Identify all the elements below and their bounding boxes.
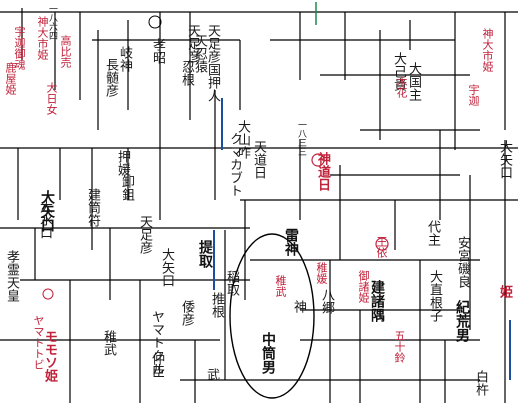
genealogy-name-n17: 神道日: [315, 152, 330, 191]
genealogy-name-n23: 大水口: [37, 200, 52, 239]
genealogy-name-n29: 大矢口: [159, 248, 174, 287]
genealogy-name-n39: 稚媛: [315, 262, 328, 284]
genealogy-name-n33: 提取: [197, 240, 213, 268]
genealogy-name-n34: 稲取: [224, 270, 239, 296]
genealogy-name-n26: 卸鉏: [119, 175, 134, 201]
genealogy-name-n44: 代主: [425, 220, 440, 246]
genealogy-name-n57: 忍根: [179, 60, 194, 86]
genealogy-name-n1: 神大市姫: [36, 16, 49, 60]
genealogy-name-n5: 高比売: [59, 35, 72, 68]
genealogy-name-n35: 雷神: [283, 228, 299, 256]
genealogy-name-n2: 一八六四: [47, 4, 57, 40]
genealogy-name-n27: 孝霊天皇: [4, 250, 19, 302]
genealogy-name-n37: 中筒男: [260, 332, 276, 374]
genealogy-name-n6: 大日女: [45, 82, 58, 115]
genealogy-name-n16: 一八三三: [296, 120, 306, 156]
genealogy-name-n25: 押媛: [115, 150, 130, 176]
genealogy-name-n22: 大矢口: [39, 190, 55, 232]
genealogy-name-n24: 建筒符: [85, 188, 100, 227]
genealogy-name-n20: 木花: [395, 76, 408, 98]
genealogy-name-n50: モモソ姫: [42, 330, 57, 382]
genealogy-name-n31: ヤマトクル: [149, 310, 164, 375]
genealogy-name-n36: 稚武: [274, 275, 287, 297]
genealogy-name-n7: 岐神: [117, 46, 132, 72]
genealogy-name-n8: 長髄彦: [103, 58, 118, 97]
genealogy-name-n41: 建諸隅: [369, 280, 385, 322]
genealogy-name-n4: 鹿屋姫: [4, 62, 17, 95]
genealogy-name-n10: 天足彦: [185, 24, 200, 63]
genealogy-name-n51: ヤマトトビ: [32, 315, 45, 370]
genealogy-name-n52: 稚武: [101, 330, 116, 356]
genealogy-name-n12: 天足彦国押人: [205, 24, 220, 102]
genealogy-name-n58: 姫: [497, 285, 512, 298]
genealogy-name-n9: 孝昭: [150, 38, 165, 64]
genealogy-name-n21: 神大市姫: [481, 28, 494, 72]
genealogy-name-n13: 大山咋: [235, 120, 250, 159]
genealogy-name-n55: 大矢口: [497, 140, 512, 179]
genealogy-name-n19: 大国主: [406, 62, 421, 101]
genealogy-name-n15: クマカブト: [227, 132, 242, 197]
genealogy-name-n38: 神: [291, 300, 306, 313]
genealogy-name-n28: 天足彦: [137, 215, 152, 254]
genealogy-name-n43: 御諸姫: [357, 270, 370, 303]
genealogy-name-n40: 八郷: [319, 288, 334, 314]
genealogy-name-n14: 天道日: [251, 140, 266, 179]
genealogy-name-n18: 大己貴: [391, 52, 406, 91]
genealogy-name-n48: 白杵: [473, 370, 488, 396]
genealogy-name-n49: 五十鈴: [393, 330, 406, 363]
genealogy-name-n42: 王依: [375, 236, 388, 258]
genealogy-name-n45: 大直根子: [427, 270, 442, 322]
genealogy-name-n30: 倭彦: [179, 300, 194, 326]
genealogy-name-n3: 宇迦御魂: [13, 26, 26, 70]
genealogy-name-n46: 安宮磯良: [455, 236, 470, 288]
genealogy-name-n54: 武: [204, 368, 219, 381]
genealogy-name-n53: 仲臣: [149, 352, 164, 378]
genealogy-name-n32: 推根: [209, 292, 224, 318]
genealogy-name-n56: 宇迦: [467, 84, 480, 106]
genealogy-name-n47: 紀荒男: [454, 300, 470, 342]
genealogy-name-n11: 天忍猿: [192, 34, 207, 73]
